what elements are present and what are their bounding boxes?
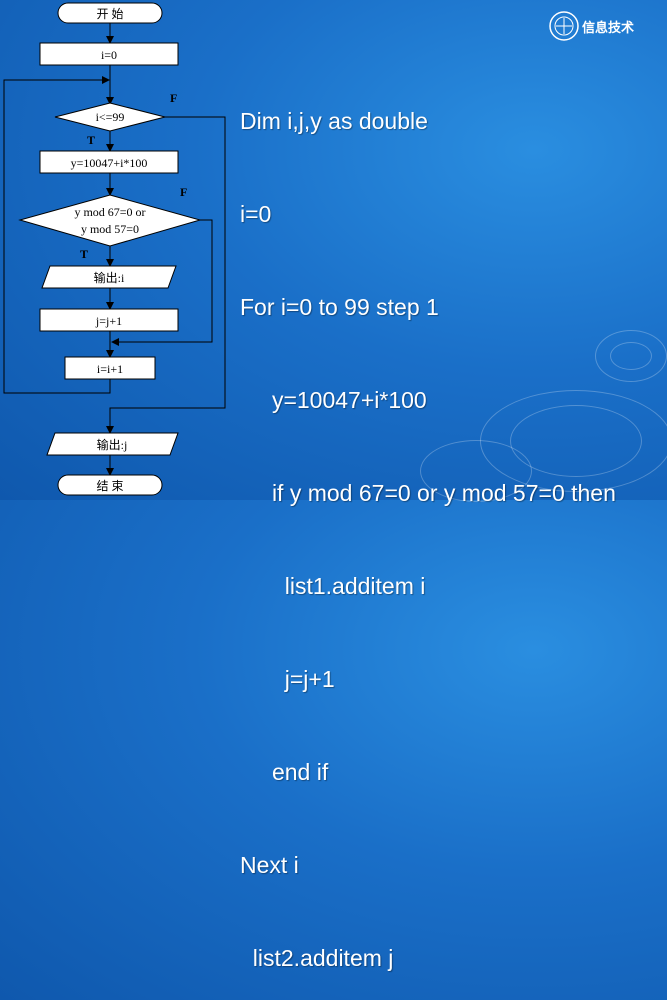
compute-box [39,150,179,174]
code-line: i=0 [240,201,272,227]
logo: 信息技术 [548,10,663,44]
incr-i-label: i=i+1 [97,362,123,376]
true-label: T [87,133,95,147]
false-label: F [170,91,177,105]
test-condition-line2: y mod 57=0 [81,222,139,236]
output-i-label: 输出:i [94,270,125,285]
init-box [39,42,179,66]
decorative-ripple [610,342,652,370]
logo-text: 信息技术 [582,21,635,36]
code-line: For i=0 to 99 step 1 [240,294,439,320]
code-line: j=j+1 [240,666,335,692]
code-line: y=10047+i*100 [240,387,427,413]
init-label: i=0 [101,48,117,62]
loop-condition-label: i<=99 [96,110,125,124]
code-line: list1.additem i [240,573,426,599]
code-line: Dim i,j,y as double [240,108,428,134]
start-label: 开 始 [96,7,123,21]
code-line: Next i [240,852,299,878]
output-i-parallelogram [41,265,177,289]
logo-emblem-icon [549,11,579,41]
code-line: end if [240,759,329,785]
incr-j-box [39,308,179,332]
false-label-2: F [180,185,187,199]
code-listing: Dim i,j,y as double i=0 For i=0 to 99 st… [240,44,616,1000]
code-line: list2.additem j [240,945,394,971]
flowchart: 开 始 i=0 i<=99 F T y=10047+i*100 y mod 67… [3,2,226,496]
test-condition-diamond [18,194,202,247]
incr-j-label: j=j+1 [95,314,122,328]
output-j-parallelogram [46,432,179,456]
decorative-ripple [510,405,642,477]
true-label-2: T [80,247,88,261]
output-j-label: 输出:j [97,437,128,452]
test-condition-line1: y mod 67=0 or [74,205,145,219]
compute-label: y=10047+i*100 [71,156,148,170]
end-terminal [57,474,163,496]
code-line: if y mod 67=0 or y mod 57=0 then [240,480,616,506]
end-label: 结 束 [96,479,123,493]
